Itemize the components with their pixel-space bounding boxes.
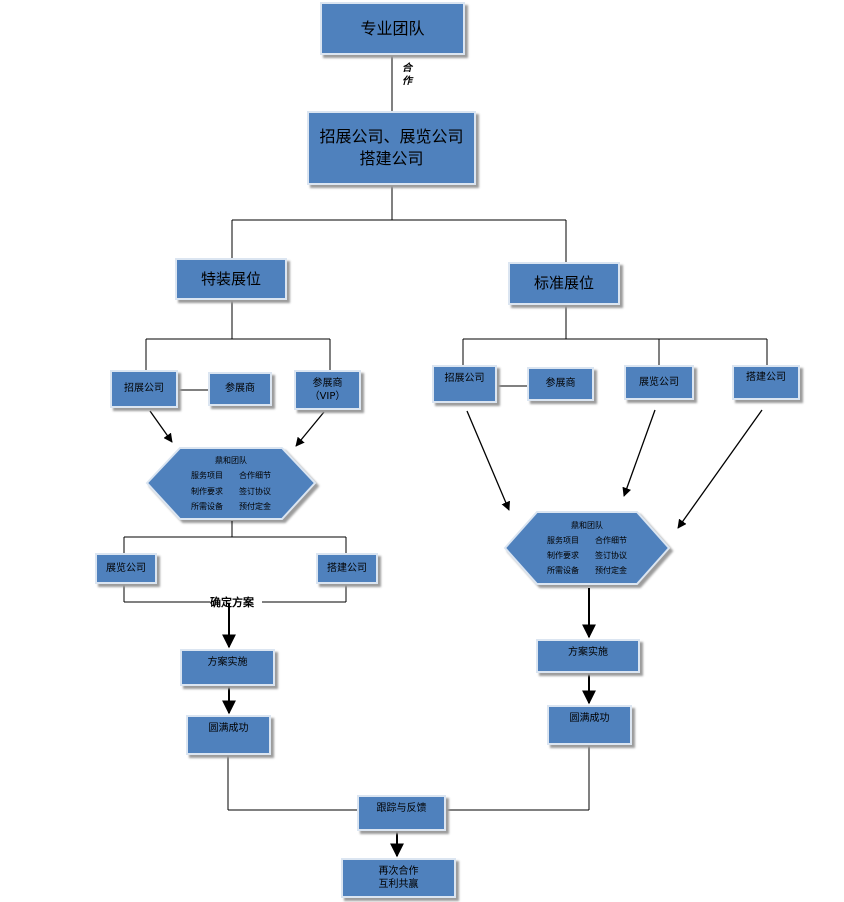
right-hexagon-item3: 制作要求 (547, 551, 579, 560)
left-hexagon-item6: 预付定金 (239, 501, 271, 511)
node-standard-booth-label: 标准展位 (533, 274, 594, 293)
right-hexagon-shape (503, 511, 671, 585)
right-hexagon: 鼎和团队 服务项目 合作细节 制作要求 签订协议 所需设备 预付定金 (505, 512, 669, 584)
cooperate-label-line2: 作 (402, 76, 412, 87)
left-hexagon-title: 鼎和团队 (215, 456, 247, 466)
left-hexagon-shape (145, 447, 317, 520)
node-companies: 招展公司、展览公司 搭建公司 (307, 111, 476, 185)
node-standard-booth: 标准展位 (508, 262, 620, 305)
node-cooperate-again-line2: 互利共赢 (378, 879, 419, 890)
right-hexagon-title: 鼎和团队 (571, 520, 603, 530)
node-left-vip-line1: 参展商 (312, 377, 343, 389)
node-left-builder-label: 搭建公司 (327, 562, 367, 574)
node-professional-team: 专业团队 (320, 2, 465, 55)
node-left-builder: 搭建公司 (316, 553, 378, 584)
node-left-organizer-label: 招展公司 (124, 383, 164, 395)
left-hexagon: 鼎和团队 服务项目 合作细节 制作要求 签订协议 所需设备 预付定金 (147, 448, 315, 519)
node-right-implementation: 方案实施 (536, 639, 640, 673)
node-left-implementation-label: 方案实施 (207, 657, 248, 668)
right-hexagon-item4: 签订协议 (595, 551, 627, 560)
left-hexagon-item5: 所需设备 (191, 501, 223, 511)
left-hexagon-item1: 服务项目 (191, 471, 223, 481)
node-left-vip-exhibitor: 参展商 （VIP） (294, 370, 361, 410)
left-hexagon-item2: 合作细节 (239, 471, 271, 481)
right-hexagon-item5: 所需设备 (547, 566, 579, 576)
node-right-builder: 搭建公司 (732, 365, 800, 400)
left-hexagon-item4: 签订协议 (239, 486, 271, 496)
node-professional-team-label: 专业团队 (360, 18, 425, 38)
node-left-exhibitor-label: 参展商 (225, 383, 255, 395)
node-companies-line1: 招展公司、展览公司 (319, 127, 464, 147)
node-companies-line2: 搭建公司 (359, 149, 424, 168)
node-left-exhibition-company: 展览公司 (95, 553, 157, 584)
right-hexagon-item1: 服务项目 (547, 535, 579, 545)
node-right-success-label: 圆满成功 (569, 713, 610, 724)
node-left-exhibition-company-label: 展览公司 (106, 562, 146, 574)
right-hexagon-item2: 合作细节 (595, 535, 627, 545)
node-left-exhibitor: 参展商 (208, 372, 272, 406)
node-right-exhibition-company: 展览公司 (624, 365, 694, 400)
node-left-vip-line2: （VIP） (309, 391, 346, 402)
node-right-exhibitor: 参展商 (527, 367, 594, 401)
node-special-booth-label: 特装展位 (200, 269, 261, 288)
node-cooperate-again: 再次合作 互利共赢 (341, 858, 456, 898)
left-hexagon-item3: 制作要求 (191, 486, 223, 496)
node-left-organizer: 招展公司 (110, 370, 178, 408)
node-right-organizer: 招展公司 (432, 365, 497, 403)
node-followup: 跟踪与反馈 (357, 795, 446, 831)
node-left-success: 圆满成功 (186, 715, 271, 755)
cooperate-label: 合 作 (402, 62, 412, 88)
node-followup-label: 跟踪与反馈 (376, 803, 427, 814)
node-right-exhibition-company-label: 展览公司 (639, 376, 679, 388)
node-right-builder-label: 搭建公司 (746, 372, 786, 383)
node-right-organizer-label: 招展公司 (444, 373, 485, 384)
cooperate-label-line1: 合 (402, 63, 412, 74)
node-right-success: 圆满成功 (547, 705, 632, 745)
node-right-implementation-label: 方案实施 (568, 647, 608, 658)
node-left-success-label: 圆满成功 (208, 723, 249, 734)
node-cooperate-again-line1: 再次合作 (378, 865, 419, 877)
node-right-exhibitor-label: 参展商 (545, 378, 576, 390)
confirm-plan-label: 确定方案 (210, 596, 254, 609)
right-hexagon-item6: 预付定金 (595, 566, 627, 576)
node-left-implementation: 方案实施 (180, 649, 275, 686)
node-special-booth: 特装展位 (175, 258, 287, 300)
